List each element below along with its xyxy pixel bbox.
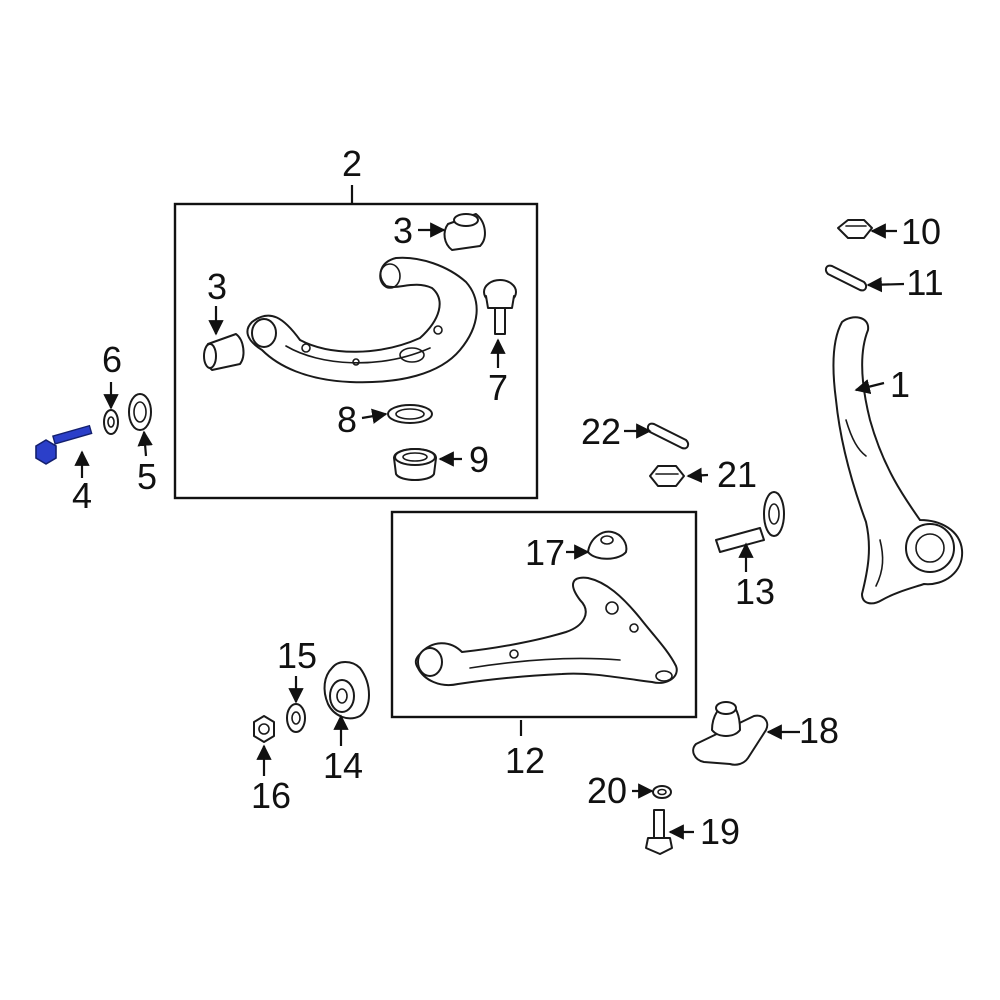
nut-16[interactable] bbox=[253, 715, 275, 743]
bump-stop-17[interactable] bbox=[587, 530, 628, 560]
upper-ball-joint[interactable] bbox=[483, 279, 517, 335]
callout-11[interactable]: 11 bbox=[906, 262, 943, 303]
callout-1[interactable]: 1 bbox=[890, 364, 910, 405]
upper-arm-group-box bbox=[173, 202, 539, 500]
washer-20[interactable] bbox=[652, 785, 672, 799]
bushing-14[interactable] bbox=[323, 661, 370, 720]
callout-14[interactable]: 14 bbox=[323, 745, 363, 786]
lower-arm-group-box bbox=[390, 510, 698, 719]
washer-15[interactable] bbox=[286, 703, 306, 733]
cotter-pin-22[interactable] bbox=[646, 422, 690, 450]
cam-washer-5[interactable] bbox=[128, 393, 152, 431]
bolt-19[interactable] bbox=[645, 809, 673, 855]
callout-5[interactable]: 5 bbox=[137, 456, 157, 497]
ball-joint-boot[interactable] bbox=[393, 448, 437, 481]
callout-8[interactable]: 8 bbox=[337, 399, 357, 440]
callout-21[interactable]: 21 bbox=[717, 454, 757, 495]
nut-10[interactable] bbox=[837, 219, 873, 239]
callout-3-rear[interactable]: 3 bbox=[393, 210, 413, 251]
callout-22[interactable]: 22 bbox=[581, 411, 621, 452]
upper-arm-bushing-front[interactable] bbox=[203, 333, 245, 371]
callout-2[interactable]: 2 bbox=[342, 143, 362, 184]
callout-16[interactable]: 16 bbox=[251, 775, 291, 816]
callout-numbers: 2 3 3 7 8 9 6 5 4 10 11 1 22 21 17 13 15… bbox=[72, 143, 944, 852]
dust-boot-ring[interactable] bbox=[387, 404, 433, 424]
upper-arm-bushing-rear[interactable] bbox=[443, 213, 486, 251]
callout-3-front[interactable]: 3 bbox=[207, 266, 227, 307]
callout-10[interactable]: 10 bbox=[901, 211, 941, 252]
washer-6[interactable] bbox=[103, 409, 119, 435]
callout-20[interactable]: 20 bbox=[587, 770, 627, 811]
callout-6[interactable]: 6 bbox=[102, 339, 122, 380]
lower-control-arm[interactable] bbox=[414, 576, 678, 686]
callout-7[interactable]: 7 bbox=[488, 367, 508, 408]
lower-ball-joint-18[interactable] bbox=[692, 701, 769, 766]
tension-pin-13[interactable] bbox=[715, 491, 785, 553]
cotter-pin-11[interactable] bbox=[824, 264, 868, 292]
nut-21[interactable] bbox=[649, 465, 685, 487]
upper-control-arm[interactable] bbox=[246, 256, 478, 384]
callout-15[interactable]: 15 bbox=[277, 635, 317, 676]
cam-bolt[interactable] bbox=[35, 424, 93, 465]
callout-4[interactable]: 4 bbox=[72, 475, 92, 516]
steering-knuckle[interactable] bbox=[832, 316, 964, 605]
callout-13[interactable]: 13 bbox=[735, 571, 775, 612]
callout-18[interactable]: 18 bbox=[799, 710, 839, 751]
callout-19[interactable]: 19 bbox=[700, 811, 740, 852]
leader-lines bbox=[74, 185, 905, 840]
callout-9[interactable]: 9 bbox=[469, 439, 489, 480]
callout-12[interactable]: 12 bbox=[505, 740, 545, 781]
callout-17[interactable]: 17 bbox=[525, 532, 565, 573]
